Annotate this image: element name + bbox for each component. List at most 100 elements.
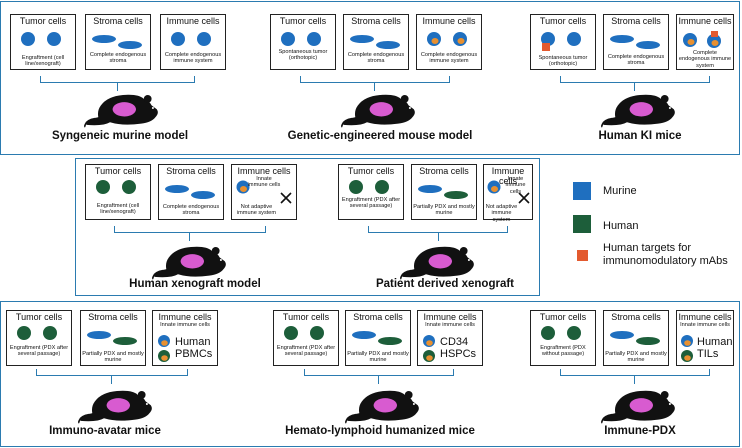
bracket	[300, 76, 450, 83]
stroma-box-hemato: Stroma cells Partially PDX and mostly mu…	[345, 310, 411, 366]
human-tumor-cells	[349, 180, 389, 194]
model-name: Hemato-lymphoid humanized mice	[285, 425, 475, 437]
legend-label-human: Human	[603, 220, 639, 232]
legend-label-murine: Murine	[603, 185, 637, 197]
immune-top-caption: Innate immune cells	[680, 322, 730, 328]
innate-immune-cell	[487, 180, 501, 194]
tumor-header: Tumor cells	[539, 16, 587, 26]
tumor-caption: Spontaneous tumor (orthotopic)	[278, 49, 328, 62]
tumor-box-xenograft: Tumor cells Engraftment (cell line/xenog…	[85, 164, 151, 220]
immune-top-caption: Innate immune cells	[505, 176, 526, 195]
stroma-box-xenograft: Stroma cells Complete endogenous stroma	[158, 164, 224, 220]
stroma-header: Stroma cells	[419, 166, 469, 176]
immune-box-syngeneic: Immune cells Complete endogenous immune …	[160, 14, 226, 70]
murine-immune-cells	[683, 31, 721, 48]
murine-tumor-cells	[21, 32, 61, 46]
mouse-icon	[400, 240, 478, 280]
stroma-header: Stroma cells	[611, 16, 661, 26]
mixed-stroma-cells	[352, 331, 402, 345]
human-immune-cells	[681, 335, 693, 362]
immune-box-gemm: Immune cells Complete endogenous immune …	[416, 14, 482, 70]
immune-header: Immune cells	[158, 312, 212, 322]
murine-immune-cells	[171, 32, 211, 46]
immune-box-immune-pdx: Immune cells Innate immune cells Human T…	[676, 310, 734, 366]
human-immune-cells	[158, 335, 170, 362]
stroma-header: Stroma cells	[166, 166, 216, 176]
tumor-header: Tumor cells	[347, 166, 395, 176]
human-tumor-cells	[17, 326, 57, 340]
immune-top-caption: Innate immune cells	[425, 322, 475, 328]
tumor-box-ki: Tumor cells Spontaneous tumor (orthotopi…	[530, 14, 596, 70]
murine-tumor-cells	[281, 32, 321, 46]
human-immune-cells	[423, 335, 435, 362]
murine-stroma-cells	[92, 35, 142, 49]
bracket	[560, 76, 710, 83]
mouse-icon	[78, 384, 156, 424]
immune-header: Immune cells	[422, 16, 476, 26]
stroma-header: Stroma cells	[351, 16, 401, 26]
tumor-box-hemato: Tumor cells Engraftment (PDX after sever…	[273, 310, 339, 366]
cross-icon	[280, 192, 292, 204]
stroma-caption: Partially PDX and mostly murine	[413, 204, 475, 217]
stroma-caption: Partially PDX and mostly murine	[347, 351, 409, 364]
tumor-caption: Engraftment (PDX after several passage)	[341, 197, 401, 210]
tumor-box-immune-pdx: Tumor cells Engraftment (PDX without pas…	[530, 310, 596, 366]
bracket-stem	[634, 376, 636, 384]
immune-box-hemato: Immune cells Innate immune cells CD34 HS…	[417, 310, 483, 366]
murine-stroma-cells	[610, 35, 660, 49]
stroma-header: Stroma cells	[88, 312, 138, 322]
stroma-box-gemm: Stroma cells Complete endogenous stroma	[343, 14, 409, 70]
human-tumor-cells	[284, 326, 324, 340]
stroma-box-immune-pdx: Stroma cells Partially PDX and mostly mu…	[603, 310, 669, 366]
bracket	[304, 369, 454, 376]
murine-stroma-cells	[165, 185, 215, 199]
model-name: Patient derived xenograft	[375, 278, 515, 290]
bracket-stem	[111, 376, 113, 384]
mixed-stroma-cells	[87, 331, 137, 345]
bracket	[560, 369, 710, 376]
tumor-caption: Engraftment (cell line/xenograft)	[96, 203, 140, 216]
immune-box-pdx: Immune cells Innate immune cells Not ada…	[483, 164, 533, 223]
mouse-icon	[152, 240, 230, 280]
tumor-box-gemm: Tumor cells Spontaneous tumor (orthotopi…	[270, 14, 336, 70]
tumor-caption: Engraftment (PDX without passage)	[540, 345, 586, 358]
bracket-stem	[374, 83, 376, 91]
mixed-stroma-cells	[418, 185, 468, 199]
stroma-caption: Complete endogenous stroma	[89, 52, 147, 65]
bracket-stem	[634, 83, 636, 91]
murine-tumor-cells	[541, 32, 581, 51]
stroma-header: Stroma cells	[353, 312, 403, 322]
bracket	[36, 369, 188, 376]
stroma-box-pdx: Stroma cells Partially PDX and mostly mu…	[411, 164, 477, 220]
tumor-header: Tumor cells	[19, 16, 67, 26]
immune-big-label: Human TILs	[697, 336, 733, 360]
model-name: Human xenograft model	[129, 278, 261, 290]
stroma-caption: Complete endogenous stroma	[347, 52, 405, 65]
immune-box-ki: Immune cells Complete endogenous immune …	[676, 14, 734, 70]
immune-caption: Not adaptive immune system	[236, 204, 277, 217]
stroma-caption: Complete endogenous stroma	[607, 54, 665, 67]
tumor-header: Tumor cells	[282, 312, 330, 322]
immune-big-label: Human PBMCs	[175, 336, 213, 360]
tumor-box-syngeneic: Tumor cells Engraftment (cell line/xenog…	[10, 14, 76, 70]
legend-swatch-human	[573, 215, 591, 233]
immune-caption: Complete endogenous immune system	[164, 52, 222, 65]
mouse-icon	[601, 88, 679, 128]
model-name: Genetic-engineered mouse model	[287, 130, 473, 142]
legend-label-target: Human targets for immunomodulatory mAbs	[603, 242, 728, 267]
tumor-box-avatar: Tumor cells Engraftment (PDX after sever…	[6, 310, 72, 366]
innate-immune-cell	[236, 180, 250, 194]
stroma-box-syngeneic: Stroma cells Complete endogenous stroma	[85, 14, 151, 70]
mouse-icon	[601, 384, 679, 424]
model-name: Immuno-avatar mice	[49, 425, 161, 437]
immune-big-label: CD34 HSPCs	[440, 336, 477, 360]
tumor-header: Tumor cells	[94, 166, 142, 176]
legend-swatch-murine	[573, 182, 591, 200]
stroma-caption: Complete endogenous stroma	[162, 204, 220, 217]
immune-top-caption: Innate immune cells	[160, 322, 210, 328]
immune-header: Immune cells	[491, 166, 525, 186]
tumor-header: Tumor cells	[279, 16, 327, 26]
immune-caption: Complete endogenous immune system	[420, 52, 478, 65]
bracket	[114, 226, 266, 233]
immune-caption: Not adaptive immune system	[485, 204, 518, 223]
